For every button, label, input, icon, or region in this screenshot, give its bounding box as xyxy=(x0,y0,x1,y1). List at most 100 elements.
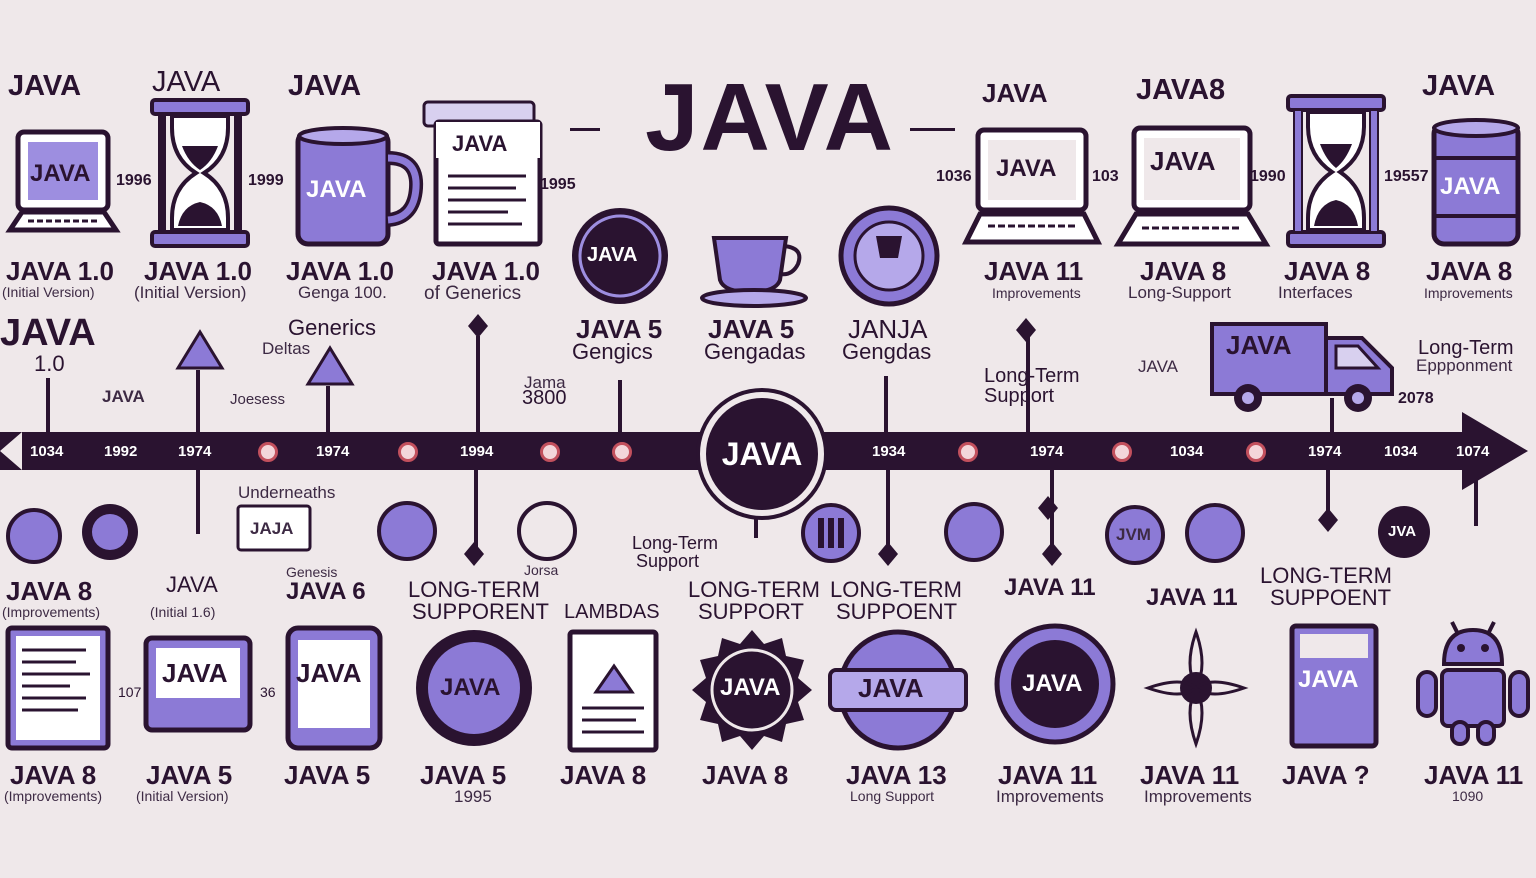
diamond-marker-icon xyxy=(1016,318,1036,342)
diamond-marker-icon xyxy=(1042,542,1062,566)
release-label: JANJA xyxy=(848,314,928,344)
mid-jama: Jama xyxy=(524,373,566,392)
globe-icon xyxy=(944,502,1004,562)
diamond-marker-icon xyxy=(1038,496,1058,520)
release-note: Genga 100. xyxy=(298,283,387,302)
timeline-stem xyxy=(474,470,478,550)
timeline-stem xyxy=(1326,470,1330,520)
timeline-year: 1974 xyxy=(178,443,212,460)
timeline-stem xyxy=(196,470,200,534)
side-year: 1990 xyxy=(1250,168,1286,185)
window-java-word: JAJA xyxy=(250,519,294,538)
mid-underneath: Underneaths xyxy=(238,483,336,502)
release-label: JAVA 11 xyxy=(1424,760,1524,790)
side-year: 1036 xyxy=(936,168,972,185)
hourglass-icon-2 xyxy=(1286,94,1386,248)
release-label: JAVA 8 xyxy=(1140,256,1227,286)
mid-java-big-sub: 1.0 xyxy=(34,351,65,376)
release-note: Improvements xyxy=(1424,285,1513,301)
mug-java-word: JAVA xyxy=(306,176,367,203)
release-label: JAVA 1.0 xyxy=(144,256,252,286)
barrel-icon xyxy=(1431,118,1521,247)
release-label: JAVA 8 xyxy=(10,760,97,790)
header-java-6: JAVA xyxy=(1422,70,1496,102)
timeline-year: 1034 xyxy=(1384,443,1418,460)
mid-java-big: JAVA xyxy=(0,312,96,354)
bottom-side-year: 107 xyxy=(118,684,142,700)
timeline-stem xyxy=(326,386,330,432)
hourglass-icon xyxy=(150,98,250,248)
side-year: 1996 xyxy=(116,172,152,189)
diamond-marker-icon xyxy=(1318,508,1338,532)
mid-joesess: Joesess xyxy=(230,391,286,408)
timeline-arrowhead xyxy=(1462,412,1528,490)
laptop-icon-3 xyxy=(1113,125,1271,247)
release-label: JAVA 5 xyxy=(576,314,663,344)
document-icon-2 xyxy=(567,629,659,753)
release-label: JAVA 8 xyxy=(1284,256,1371,286)
side-year: 1995 xyxy=(540,176,576,193)
release-note: (Initial Version) xyxy=(2,284,95,300)
release-label: JAVA ? xyxy=(1282,760,1370,790)
mid-java-small: JAVA xyxy=(102,387,145,406)
timeline-node xyxy=(1246,442,1266,462)
mid-jama-year: 3800 xyxy=(522,387,567,409)
timeline-year: 1934 xyxy=(872,443,906,460)
release-label: JAVA 8 xyxy=(6,576,93,606)
release-note: Genesis xyxy=(286,564,338,580)
release-label: JAVA 5 xyxy=(284,760,371,790)
release-label: JAVA 8 xyxy=(702,760,789,790)
header-java-3: JAVA xyxy=(288,70,362,102)
mid-support: Support xyxy=(984,385,1055,407)
tablet-java-word: JAVA xyxy=(162,658,228,688)
laptop-icon-2 xyxy=(961,127,1103,245)
laptop-java-word: JAVA xyxy=(30,160,91,187)
seal2-java-word: JAVA xyxy=(440,674,501,701)
timeline-year: 1974 xyxy=(1030,443,1064,460)
seal-icon-2 xyxy=(416,630,532,746)
mid-long-term: Long-Term xyxy=(984,365,1080,387)
round-badge-icon xyxy=(377,501,437,561)
van-java-word: JAVA xyxy=(1226,330,1292,360)
star-seal-java-word: JAVA xyxy=(720,674,781,701)
timeline-year: 1074 xyxy=(1456,443,1490,460)
title-rule-left xyxy=(570,128,600,131)
release-note: Gengadas xyxy=(704,339,806,364)
timeline-stem xyxy=(46,378,50,432)
release-note: Improvements xyxy=(996,787,1104,806)
small-java-badge-word: JVA xyxy=(1388,523,1417,540)
mid-year-right: 2078 xyxy=(1398,390,1434,407)
title-rule-right xyxy=(910,128,955,131)
timeline-stem xyxy=(1474,470,1478,526)
release-label: JAVA 13 xyxy=(846,760,947,790)
seal-java-word: JAVA xyxy=(587,244,638,266)
release-note: Interfaces xyxy=(1278,283,1353,302)
header-java-1: JAVA xyxy=(8,70,82,102)
timeline-stem xyxy=(886,470,890,548)
flower-icon xyxy=(1143,627,1249,749)
timeline-stem xyxy=(196,370,200,432)
timeline-stem xyxy=(884,376,888,432)
document-icon xyxy=(422,100,543,247)
timeline-stem xyxy=(1330,398,1334,432)
bottom-side-year: 36 xyxy=(260,684,276,700)
tablet-icon-2 xyxy=(285,625,383,751)
timeline-year: 1994 xyxy=(460,443,494,460)
jvm-word: JVM xyxy=(1116,525,1151,544)
release-note: (Initial Version) xyxy=(134,283,247,302)
header-java-5: JAVA8 xyxy=(1136,74,1226,106)
release-note: Gengics xyxy=(572,339,653,364)
release-label: JAVA 11 xyxy=(1146,584,1238,611)
mid-jorsa: Jorsa xyxy=(524,562,559,578)
java-badge-icon xyxy=(838,205,940,307)
release-note: SUPPORENT xyxy=(412,599,549,624)
release-label: JAVA 8 xyxy=(1426,256,1513,286)
release-label: JAVA xyxy=(166,572,218,597)
laptop3-java-word: JAVA xyxy=(1150,146,1216,176)
timeline-arrowtail xyxy=(0,432,22,470)
tablet2-java-word: JAVA xyxy=(296,658,362,688)
release-note: Long Support xyxy=(850,788,935,804)
tablet3-java-word: JAVA xyxy=(1298,666,1359,693)
timeline-node xyxy=(398,442,418,462)
release-note: SUPPOENT xyxy=(1270,585,1392,610)
